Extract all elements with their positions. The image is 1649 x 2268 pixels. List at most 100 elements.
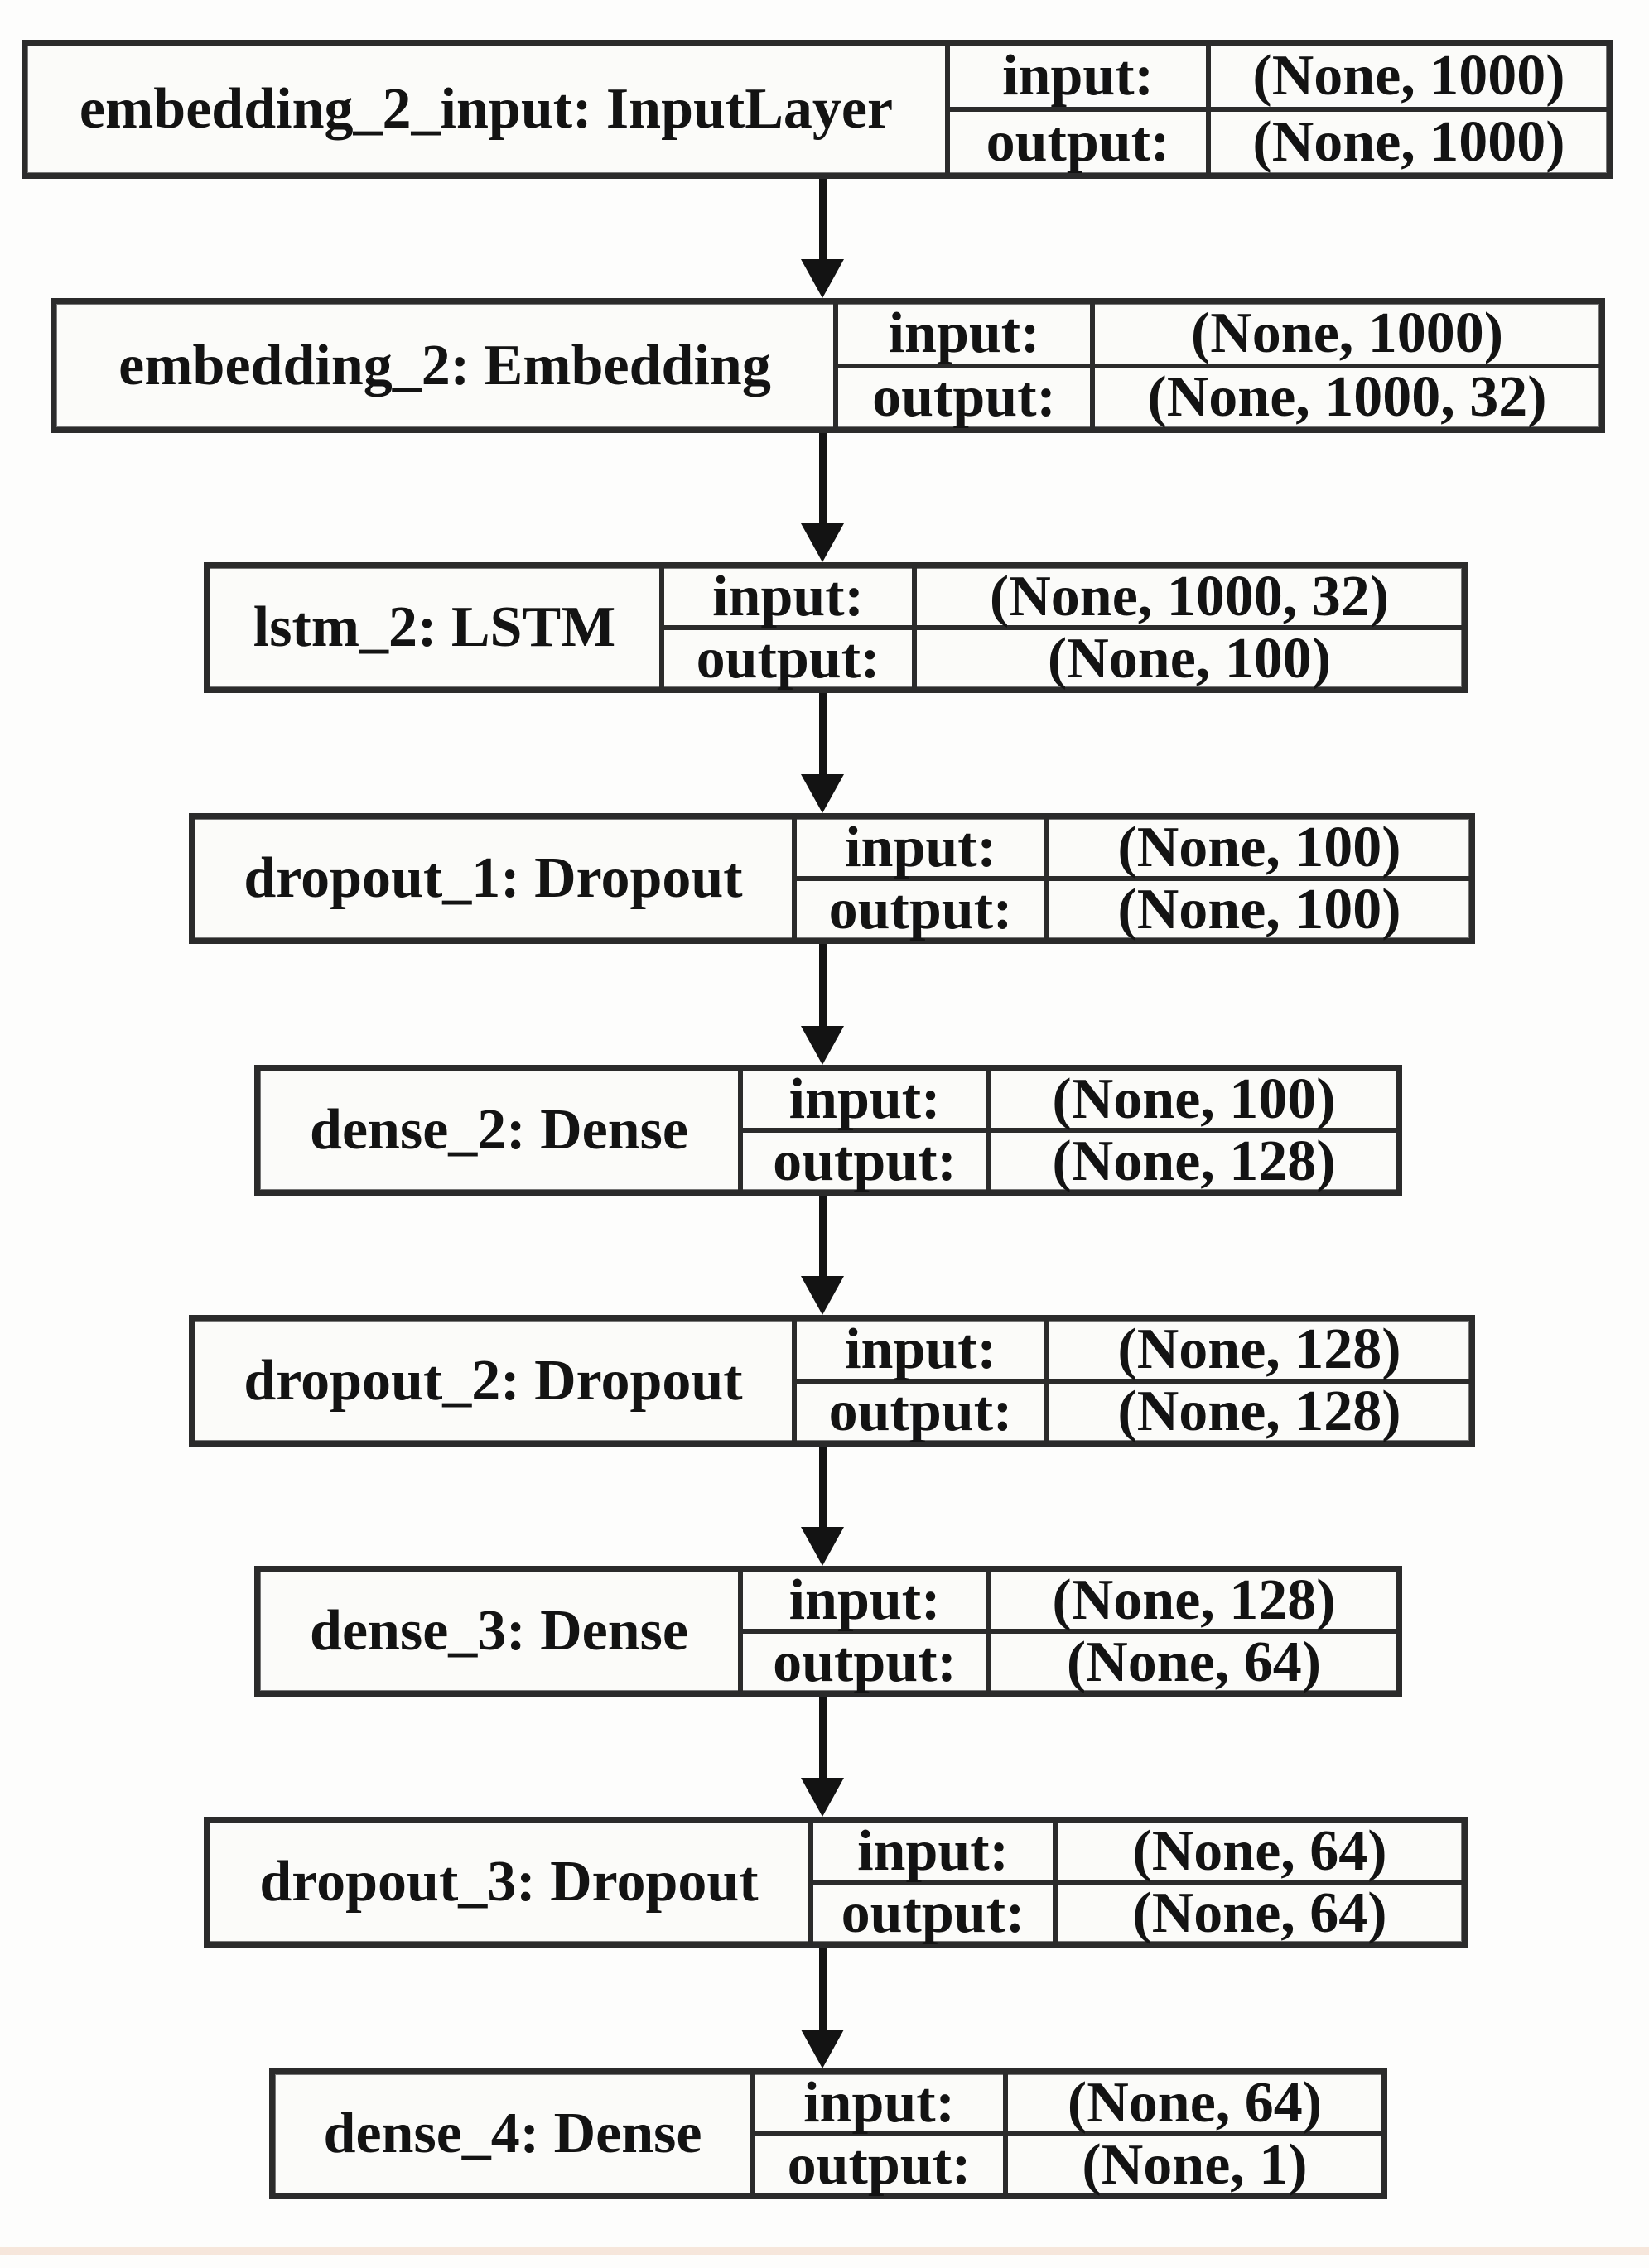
arrowhead-down-icon	[801, 774, 844, 813]
arrow-shaft	[818, 179, 827, 259]
io-output-row: output: (None, 1000, 32)	[838, 365, 1599, 430]
layer-name-cell: embedding_2: Embedding	[56, 304, 838, 427]
arrow-shaft	[818, 944, 827, 1026]
arrowhead-down-icon	[801, 1026, 844, 1065]
io-table: input: (None, 1000, 32) output: (None, 1…	[664, 564, 1462, 691]
io-input-label: input:	[950, 46, 1211, 107]
layer-name-cell: dropout_3: Dropout	[210, 1823, 813, 1942]
io-table: input: (None, 1000) output: (None, 1000)	[950, 46, 1607, 173]
node-dense-2: dense_2: Dense input: (None, 100) output…	[254, 1065, 1402, 1196]
io-output-shape: (None, 128)	[1052, 1129, 1336, 1193]
io-input-shape: (None, 64)	[1132, 1818, 1387, 1883]
arrow-shaft	[818, 693, 827, 774]
layer-name-cell: dense_2: Dense	[260, 1071, 743, 1190]
io-input-shape: (None, 128)	[1052, 1567, 1336, 1632]
io-input-label: input:	[743, 1070, 991, 1128]
layer-name-cell: dense_4: Dense	[275, 2074, 755, 2193]
layer-name-cell: lstm_2: LSTM	[210, 568, 664, 687]
arrow-connector-4	[799, 944, 846, 1065]
node-lstm-2: lstm_2: LSTM input: (None, 1000, 32) out…	[204, 562, 1468, 693]
io-output-label: output:	[755, 2136, 1008, 2193]
io-output-row: output: (None, 1)	[755, 2136, 1381, 2193]
arrowhead-down-icon	[801, 259, 844, 298]
io-input-label: input:	[813, 1822, 1058, 1880]
io-table: input: (None, 128) output: (None, 128)	[797, 1321, 1469, 1441]
arrow-connector-3	[799, 693, 846, 813]
io-table: input: (None, 1000) output: (None, 1000,…	[838, 304, 1599, 427]
io-table: input: (None, 100) output: (None, 100)	[797, 815, 1469, 941]
arrow-connector-6	[799, 1447, 846, 1566]
io-output-shape: (None, 64)	[1132, 1880, 1387, 1945]
node-dropout-2: dropout_2: Dropout input: (None, 128) ou…	[189, 1315, 1475, 1447]
io-table: input: (None, 128) output: (None, 64)	[743, 1567, 1396, 1694]
io-output-shape: (None, 128)	[1117, 1380, 1401, 1444]
arrowhead-down-icon	[801, 1527, 844, 1566]
node-embedding-2-input: embedding_2_input: InputLayer input: (No…	[22, 40, 1613, 179]
io-input-shape: (None, 1000, 32)	[989, 564, 1390, 628]
arrow-shaft	[818, 433, 827, 523]
io-input-row: input: (None, 1000)	[950, 46, 1607, 112]
arrow-shaft	[818, 1196, 827, 1276]
io-output-label: output:	[743, 1633, 991, 1691]
io-input-label: input:	[797, 818, 1049, 876]
layer-name-cell: dropout_1: Dropout	[195, 819, 797, 938]
io-output-row: output: (None, 128)	[797, 1380, 1469, 1444]
node-dense-3: dense_3: Dense input: (None, 128) output…	[254, 1566, 1402, 1697]
arrow-connector-1	[799, 179, 846, 298]
io-input-label: input:	[743, 1571, 991, 1629]
arrow-connector-2	[799, 433, 846, 562]
io-input-shape: (None, 1000)	[1252, 44, 1565, 108]
io-output-label: output:	[813, 1884, 1058, 1942]
arrowhead-down-icon	[801, 2030, 844, 2068]
io-output-shape: (None, 100)	[1047, 626, 1332, 691]
io-output-row: output: (None, 64)	[743, 1630, 1396, 1694]
io-output-label: output:	[743, 1132, 991, 1190]
io-output-row: output: (None, 64)	[813, 1880, 1462, 1945]
io-input-shape: (None, 1000)	[1190, 301, 1504, 365]
io-input-shape: (None, 64)	[1067, 2070, 1323, 2135]
io-output-row: output: (None, 100)	[797, 877, 1469, 941]
layer-name-cell: dense_3: Dense	[260, 1572, 743, 1691]
arrowhead-down-icon	[801, 523, 844, 562]
arrow-shaft	[818, 1447, 827, 1527]
io-output-label: output:	[797, 1383, 1049, 1441]
node-dropout-1: dropout_1: Dropout input: (None, 100) ou…	[189, 813, 1475, 944]
io-input-label: input:	[838, 304, 1095, 364]
io-input-row: input: (None, 64)	[755, 2070, 1381, 2136]
io-input-row: input: (None, 64)	[813, 1818, 1462, 1885]
io-input-shape: (None, 100)	[1117, 815, 1401, 879]
io-output-row: output: (None, 128)	[743, 1129, 1396, 1193]
arrowhead-down-icon	[801, 1276, 844, 1315]
io-output-shape: (None, 1)	[1082, 2132, 1308, 2197]
io-table: input: (None, 64) output: (None, 1)	[755, 2070, 1381, 2193]
io-input-row: input: (None, 1000, 32)	[664, 564, 1462, 630]
io-output-label: output:	[950, 112, 1211, 173]
io-output-row: output: (None, 1000)	[950, 112, 1607, 173]
io-input-shape: (None, 100)	[1052, 1067, 1336, 1131]
io-output-shape: (None, 64)	[1066, 1630, 1322, 1694]
io-input-row: input: (None, 128)	[797, 1321, 1469, 1384]
arrow-connector-8	[799, 1948, 846, 2068]
io-output-row: output: (None, 100)	[664, 626, 1462, 691]
io-input-label: input:	[797, 1321, 1049, 1379]
io-input-row: input: (None, 100)	[797, 815, 1469, 881]
node-dense-4: dense_4: Dense input: (None, 64) output:…	[269, 2068, 1387, 2199]
io-input-row: input: (None, 128)	[743, 1567, 1396, 1634]
arrow-connector-5	[799, 1196, 846, 1315]
io-input-shape: (None, 128)	[1117, 1317, 1401, 1381]
io-table: input: (None, 64) output: (None, 64)	[813, 1818, 1462, 1945]
node-dropout-3: dropout_3: Dropout input: (None, 64) out…	[204, 1817, 1468, 1948]
io-output-shape: (None, 100)	[1117, 877, 1401, 941]
io-output-label: output:	[664, 629, 917, 687]
io-input-row: input: (None, 1000)	[838, 304, 1599, 368]
layer-name-cell: dropout_2: Dropout	[195, 1321, 797, 1441]
node-embedding-2: embedding_2: Embedding input: (None, 100…	[51, 298, 1605, 433]
io-input-label: input:	[755, 2073, 1008, 2131]
arrow-connector-7	[799, 1697, 846, 1817]
layer-name-cell: embedding_2_input: InputLayer	[27, 46, 950, 173]
io-output-shape: (None, 1000, 32)	[1147, 365, 1547, 430]
io-input-label: input:	[664, 567, 917, 625]
io-output-shape: (None, 1000)	[1252, 110, 1565, 174]
io-input-row: input: (None, 100)	[743, 1067, 1396, 1133]
io-output-label: output:	[838, 368, 1095, 427]
